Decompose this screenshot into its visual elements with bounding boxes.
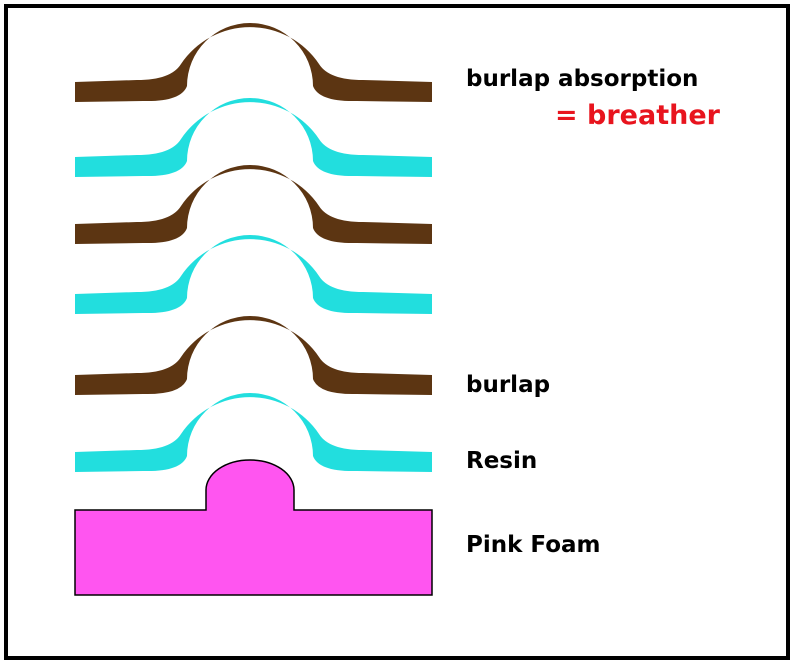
label-pink-foam: Pink Foam	[466, 532, 601, 558]
layer-burlap-5	[75, 316, 432, 395]
label-burlap-absorption: burlap absorption	[466, 66, 698, 92]
layer-burlap-3	[75, 165, 432, 244]
label-resin: Resin	[466, 448, 537, 474]
label-breather: = breather	[555, 100, 721, 131]
label-burlap: burlap	[466, 372, 550, 398]
layer-burlap-1	[75, 23, 432, 103]
layer-stack	[74, 23, 433, 596]
layer-resin-2	[75, 98, 432, 177]
layer-foam-7	[74, 459, 433, 596]
layer-resin-4	[75, 234, 432, 314]
layer-resin-6	[75, 393, 432, 472]
